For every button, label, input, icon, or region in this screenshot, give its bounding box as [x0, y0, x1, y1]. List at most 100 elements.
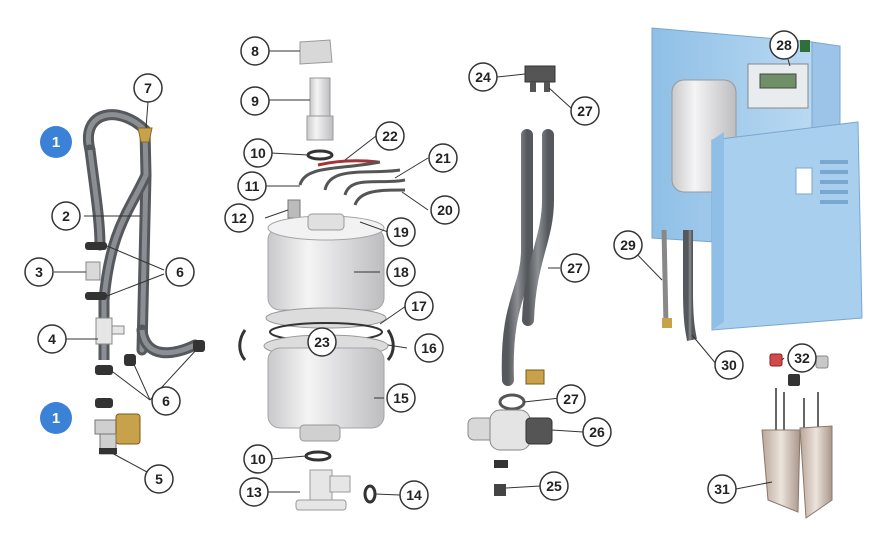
callout-c18: 18 [386, 257, 416, 287]
callout-c27c: 27 [556, 384, 586, 414]
callout-circle [787, 343, 817, 373]
supply-pipe [661, 229, 669, 326]
callout-number: 29 [620, 237, 636, 253]
callout-c27b: 27 [560, 253, 590, 283]
callout-number: 25 [546, 478, 562, 494]
callout-c12: 12 [224, 203, 254, 233]
hose-clamp [95, 365, 113, 375]
callout-c22: 22 [375, 121, 405, 151]
callout-c11: 11 [237, 171, 267, 201]
callout-circle [386, 257, 416, 287]
callout-circle [714, 350, 744, 380]
front-cover [711, 121, 863, 331]
callout-number: 13 [246, 484, 262, 500]
callout-c1a: 1 [40, 126, 72, 158]
callout-circle [468, 62, 498, 92]
callout-circle [582, 417, 612, 447]
callout-c13: 13 [239, 477, 269, 507]
callout-number: 2 [62, 208, 70, 224]
callout-circle [240, 86, 270, 116]
callout-circle [430, 195, 460, 225]
drain-tee [295, 469, 351, 511]
callout-c10a: 10 [243, 138, 273, 168]
o-ring [306, 149, 334, 161]
callout-circle [151, 386, 181, 416]
callout-number: 27 [577, 103, 593, 119]
callout-number: 24 [475, 69, 491, 85]
callout-circle [570, 96, 600, 126]
callout-number: 26 [589, 424, 605, 440]
level-sensor [287, 199, 301, 219]
hose-assembly [82, 109, 205, 455]
callout-circle [556, 384, 586, 414]
hose-clamp [85, 242, 107, 250]
callout-c17: 17 [404, 291, 434, 321]
callout-circle [40, 126, 72, 158]
callout-circle [399, 480, 429, 510]
callout-number: 10 [250, 145, 266, 161]
callout-circle [243, 138, 273, 168]
callout-circle [133, 73, 163, 103]
electrode-plate [799, 425, 833, 519]
callout-c26: 26 [582, 417, 612, 447]
callout-number: 27 [563, 391, 579, 407]
callout-number: 28 [776, 37, 792, 53]
callout-c7: 7 [133, 73, 163, 103]
pump-connector [494, 460, 508, 468]
callout-c6a: 6 [165, 257, 195, 287]
callout-c15: 15 [386, 383, 416, 413]
t-connector [95, 317, 113, 345]
callout-c21: 21 [428, 143, 458, 173]
callout-number: 12 [231, 210, 247, 226]
callout-number: 14 [406, 487, 422, 503]
callout-c20: 20 [430, 195, 460, 225]
callout-number: 17 [411, 298, 427, 314]
callout-number: 30 [721, 357, 737, 373]
callout-c1b: 1 [40, 402, 72, 434]
steam-cylinder-assembly [238, 39, 406, 511]
callout-number: 31 [714, 481, 730, 497]
callout-circle [37, 324, 67, 354]
callout-c27a: 27 [570, 96, 600, 126]
electrode-nut [788, 374, 800, 386]
callout-circle [707, 474, 737, 504]
brass-nozzle [137, 127, 153, 143]
clip [238, 329, 247, 361]
callout-c3: 3 [24, 257, 54, 287]
drain-pump [467, 409, 553, 451]
callout-number: 4 [48, 331, 56, 347]
callout-number: 11 [245, 178, 260, 194]
callout-number: 21 [435, 150, 451, 166]
callout-number: 32 [794, 350, 810, 366]
callout-number: 7 [144, 80, 152, 96]
cylinder-bottom-half [267, 347, 385, 429]
solenoid-valve [94, 413, 141, 455]
pump-connector [494, 484, 506, 496]
callout-circle [243, 444, 273, 474]
drain-hose [501, 129, 533, 386]
callout-number: 10 [250, 451, 266, 467]
callout-circle [613, 230, 643, 260]
callout-circle [414, 333, 444, 363]
callout-circle [165, 257, 195, 287]
callout-c28: 28 [769, 30, 799, 60]
callout-number: 27 [567, 260, 583, 276]
callout-circle [428, 143, 458, 173]
callout-c5: 5 [144, 464, 174, 494]
callout-circle [769, 30, 799, 60]
electrode-plate [761, 429, 801, 513]
steam-outlet-pipe [309, 77, 331, 119]
callout-number: 6 [162, 393, 170, 409]
callout-c6b: 6 [151, 386, 181, 416]
callout-circle [224, 203, 254, 233]
callout-c9: 9 [240, 86, 270, 116]
callout-circle [539, 471, 569, 501]
callout-c24: 24 [468, 62, 498, 92]
callout-circle [239, 477, 269, 507]
humidifier-cabinet [651, 27, 863, 341]
drain-o-ring [363, 484, 377, 504]
callout-circle [40, 402, 72, 434]
callout-number: 23 [314, 334, 330, 350]
drain-hose [522, 129, 554, 326]
